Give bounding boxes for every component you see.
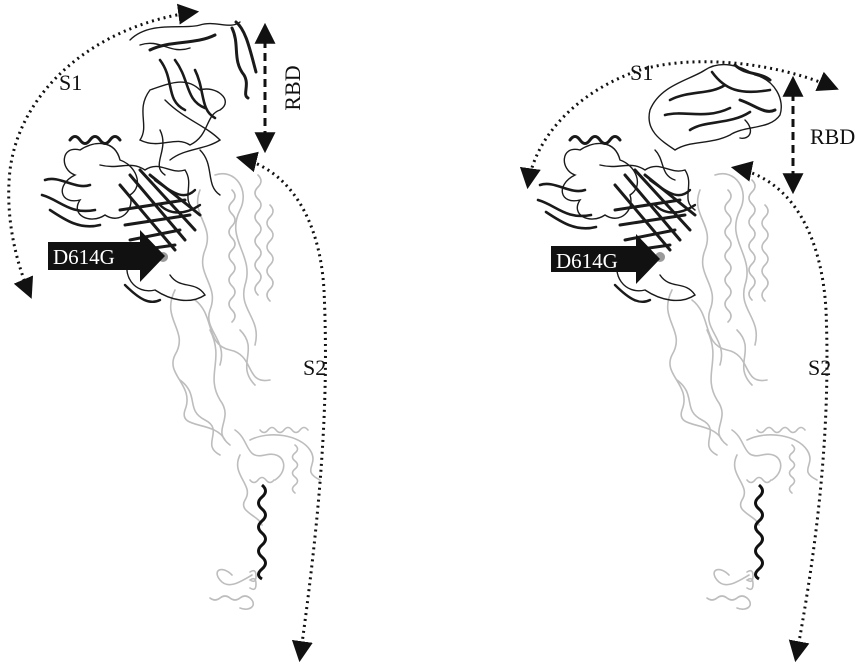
d614g-label: D614G xyxy=(53,245,115,269)
s1-label: S1 xyxy=(630,60,653,85)
panel-right: S1 S2 RBD D614G xyxy=(528,60,855,658)
s2-domain-structure xyxy=(668,174,817,609)
d614g-tag: D614G xyxy=(551,234,660,284)
s2-arc-arrow xyxy=(240,158,325,658)
transmembrane-helix xyxy=(259,485,266,579)
s2-arc-arrow xyxy=(735,168,827,658)
s1-arc-arrow xyxy=(528,62,835,185)
transmembrane-helix xyxy=(756,485,763,579)
s2-label: S2 xyxy=(808,355,831,380)
rbd-label: RBD xyxy=(280,65,305,110)
s1-label: S1 xyxy=(59,70,82,95)
rbd-label: RBD xyxy=(810,124,855,149)
s2-domain-structure xyxy=(171,174,320,609)
d614g-tag: D614G xyxy=(48,230,165,282)
d614g-label: D614G xyxy=(556,249,618,273)
panel-left: S1 S2 RBD D614G xyxy=(9,12,327,658)
s2-label: S2 xyxy=(303,355,326,380)
